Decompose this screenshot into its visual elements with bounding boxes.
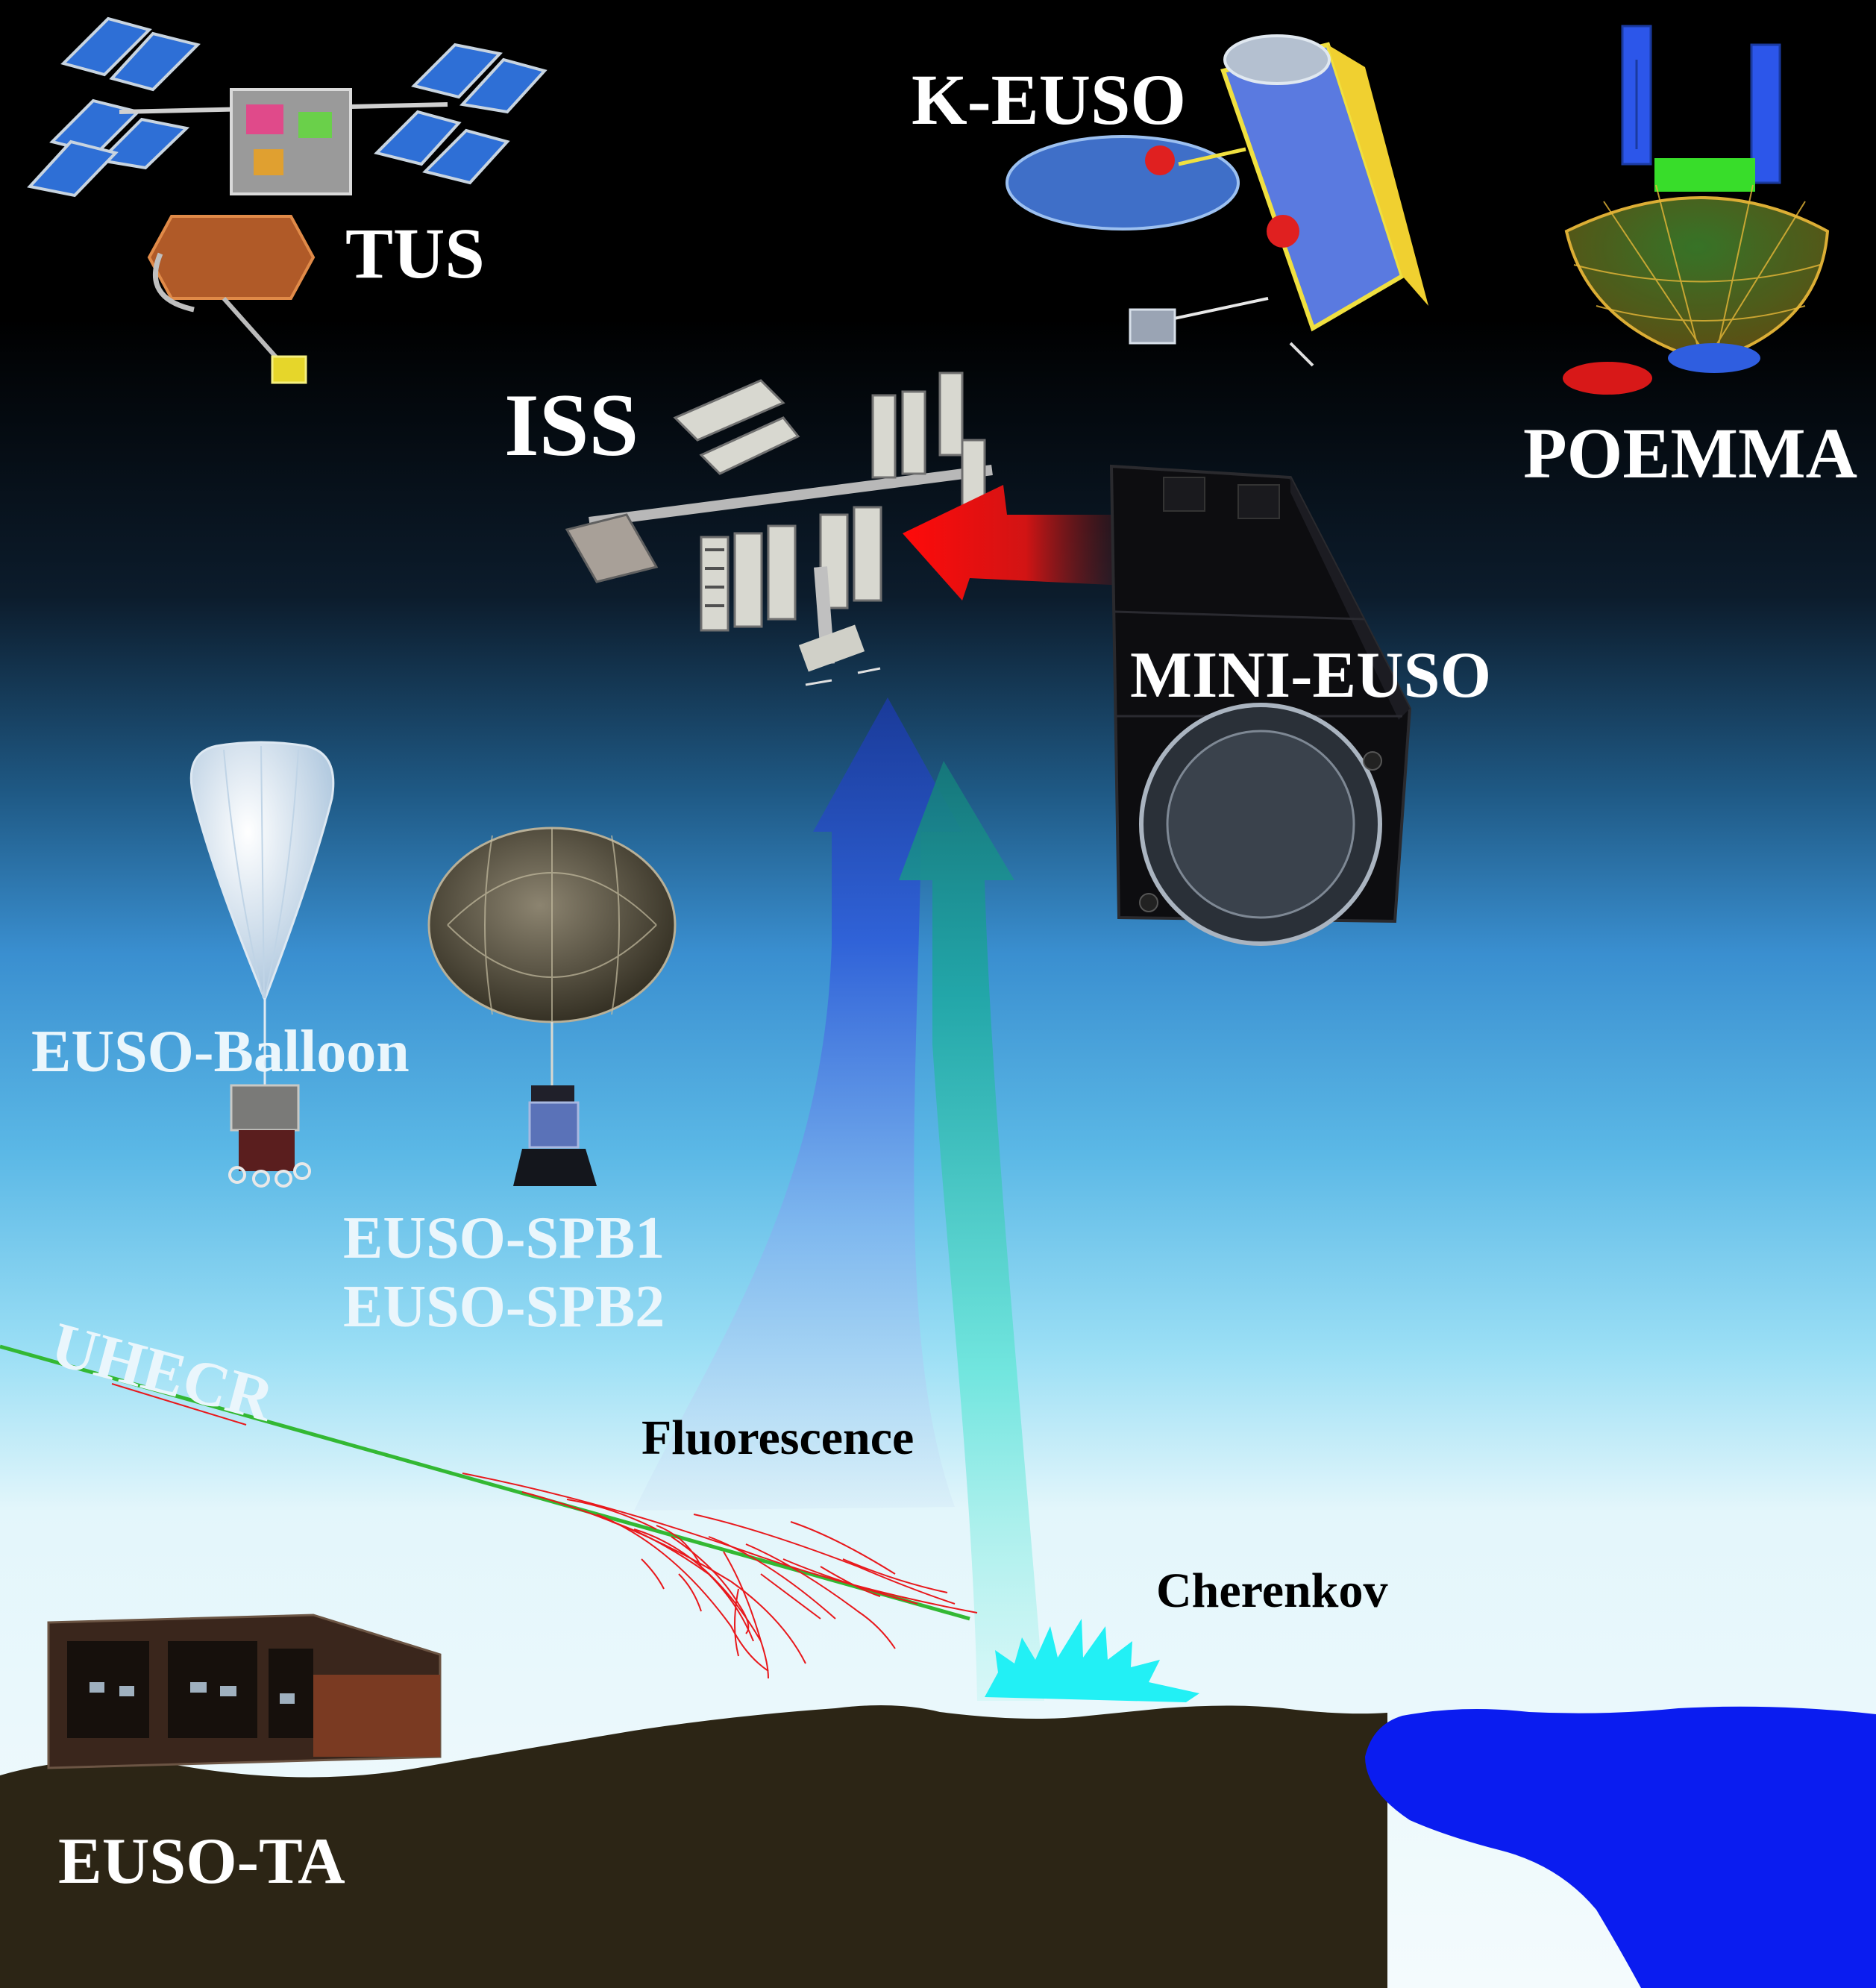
euso-spb2-label: EUSO-SPB2 [343, 1274, 665, 1340]
k-euso-module-icon [1006, 34, 1428, 367]
ground [0, 1705, 1387, 1988]
cherenkov-label: Cherenkov [1156, 1564, 1388, 1618]
euso-spb-balloon-icon [427, 827, 677, 1186]
cherenkov-arrow [899, 761, 1044, 1701]
euso-balloon-icon [189, 741, 335, 1188]
air-shower [0, 1344, 1199, 1702]
tus-satellite-icon [27, 16, 548, 384]
iss-label: ISS [504, 375, 639, 474]
iss-station-icon [565, 371, 993, 686]
mini-euso-label: MINI-EUSO [1130, 639, 1492, 712]
euso-balloon-label: EUSO-Balloon [31, 1019, 410, 1085]
lake [1365, 1706, 1876, 1988]
poemma-telescope-icon [1563, 25, 1830, 395]
tus-label: TUS [345, 213, 485, 293]
mini-euso-to-iss-arrow [903, 485, 1126, 601]
k-euso-label: K-EUSO [912, 60, 1187, 139]
fluorescence-arrow [634, 697, 962, 1511]
fluorescence-label: Fluorescence [641, 1411, 915, 1465]
euso-ta-label: EUSO-TA [58, 1825, 345, 1898]
poemma-label: POEMMA [1523, 413, 1857, 493]
cherenkov-flash [985, 1619, 1199, 1702]
mini-euso-camera-icon [1109, 464, 1412, 946]
euso-spb1-label: EUSO-SPB1 [343, 1205, 665, 1271]
euso-ta-building-icon [47, 1614, 442, 1769]
